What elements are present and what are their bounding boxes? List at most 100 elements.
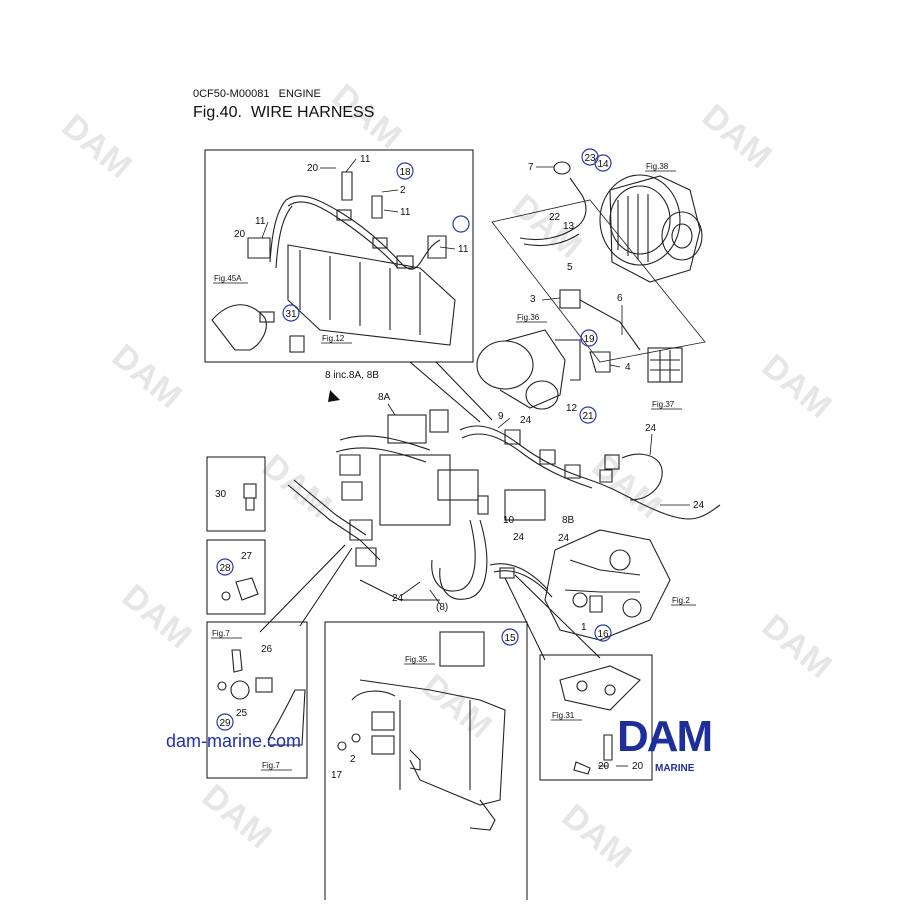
part-circle	[282, 304, 300, 322]
watermark-text: DAM	[195, 777, 279, 856]
part-label: 24	[392, 593, 404, 604]
part-label: 27	[241, 551, 253, 562]
figure-references: Fig.38 Fig.45A Fig.12 Fig.36 Fig.37 Fig.…	[212, 162, 690, 770]
part-circle	[452, 215, 470, 233]
watermark-text: DAM	[415, 667, 499, 746]
part-label: 24	[558, 533, 570, 544]
note-label: (8)	[436, 602, 448, 613]
watermark-text: DAM	[755, 347, 839, 426]
circled-part-label: 16	[597, 629, 609, 640]
fig-ref: Fig.12	[322, 334, 345, 343]
part-label: 13	[563, 221, 575, 232]
part-label: 9	[498, 411, 504, 422]
part-label: 24	[520, 415, 532, 426]
alternator-drawing	[491, 161, 706, 363]
part-label: 11	[360, 154, 371, 165]
sensor-30-box	[206, 456, 266, 532]
part-circle	[396, 162, 414, 180]
page-title: Fig.40. WIRE HARNESS	[193, 104, 374, 122]
part-code: 0CF50-M00081	[193, 88, 270, 100]
part-label: 2	[400, 185, 406, 196]
part-label: 10	[503, 515, 515, 526]
part-label: 5	[567, 262, 573, 273]
part-label: 11	[458, 244, 469, 255]
part-label: 24	[693, 500, 705, 511]
note-label: 8 inc.8A, 8B	[325, 370, 379, 381]
logo-subtitle: MARINE	[655, 763, 695, 774]
fig31-detail-box	[539, 654, 653, 781]
direction-arrow-icon	[328, 390, 340, 402]
dam-marine-logo: DAM MARINE	[617, 715, 742, 777]
part-label: 2	[350, 754, 356, 765]
circled-part-label: 28	[219, 563, 231, 574]
circled-part-label: 23	[584, 153, 596, 164]
circled-part-label: 21	[582, 411, 594, 422]
website-link[interactable]: dam-marine.com	[166, 731, 302, 751]
document-code: 0CF50-M00081 ENGINE	[193, 88, 321, 100]
starter-motor-drawing	[476, 289, 683, 410]
circled-part-label: 14	[597, 159, 609, 170]
label-leaders	[261, 158, 690, 767]
fig7-detail-box	[206, 621, 308, 779]
circled-part-label: 31	[285, 309, 297, 320]
part-circle	[216, 713, 234, 731]
small-part-drawings	[217, 483, 641, 831]
part-label: 4	[625, 362, 631, 373]
circled-part-label: 19	[583, 334, 595, 345]
fig-ref: Fig.37	[652, 400, 675, 409]
parts-27-28-box	[206, 539, 266, 615]
logo-text: DAM	[617, 712, 713, 761]
fig-ref: Fig.7	[212, 629, 230, 638]
part-label: 20	[632, 761, 644, 772]
part-circle	[580, 329, 598, 347]
watermark-text: DAM	[255, 447, 339, 526]
leader-lines	[259, 361, 601, 661]
part-label: 26	[261, 644, 273, 655]
circled-part-label: 15	[504, 633, 516, 644]
part-circle	[594, 154, 612, 172]
fig-ref: Fig.35	[405, 655, 428, 664]
part-label: 20	[307, 163, 319, 174]
part-circle	[594, 624, 612, 642]
part-circle	[579, 406, 597, 424]
watermark-text: DAM	[555, 797, 639, 876]
circled-part-label: 29	[219, 718, 231, 729]
watermark-text: DAM	[755, 607, 839, 686]
fig-ref: Fig.2	[672, 596, 690, 605]
part-labels: 20 11 2 11 11 20 11 7 22 13 5 3 6 4 12 8…	[215, 154, 705, 781]
fig-ref-underlines	[211, 170, 696, 771]
part-label: 20	[234, 229, 246, 240]
part-label: 24	[513, 532, 525, 543]
central-harness-drawing	[287, 409, 721, 601]
fig-ref: Fig.31	[552, 711, 575, 720]
figure-title: WIRE HARNESS	[250, 104, 375, 121]
circled-part-label: 18	[399, 167, 411, 178]
watermark-text: DAM	[105, 337, 189, 416]
watermark-text: DAM	[505, 187, 589, 266]
fig-ref: Fig.7	[262, 761, 280, 770]
part-label: 11	[400, 207, 411, 218]
part-label: 6	[617, 293, 623, 304]
watermark-text: DAM	[115, 577, 199, 656]
part-label: 22	[549, 212, 561, 223]
section-name: ENGINE	[278, 88, 321, 100]
part-label: 20	[598, 761, 610, 772]
figure-number: Fig.40.	[193, 104, 242, 121]
circled-labels: 18 31 23 14 19 21 16 15 28 29	[216, 148, 612, 731]
part-label: 12	[566, 403, 578, 414]
part-label: 8B	[562, 515, 575, 526]
watermark-text: DAM	[695, 97, 779, 176]
manifold-harness-drawing	[211, 171, 456, 353]
part-label: 30	[215, 489, 227, 500]
part-label: 8A	[378, 392, 391, 403]
part-label: 17	[331, 770, 343, 781]
detail-frames	[204, 149, 653, 903]
part-label: 11	[255, 216, 266, 227]
fig-ref: Fig.45A	[214, 274, 242, 283]
top-left-detail-box	[204, 149, 474, 363]
part-label: 1	[581, 622, 587, 633]
engine-block-drawing	[544, 529, 671, 641]
watermark-text: DAM	[55, 107, 139, 186]
